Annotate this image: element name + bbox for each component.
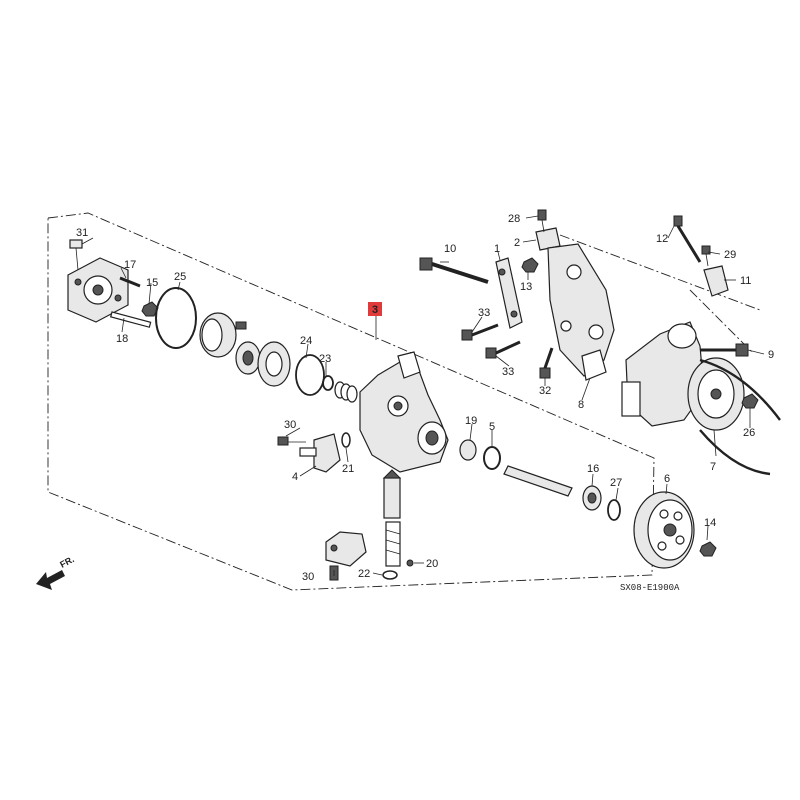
callout-22: 22 bbox=[358, 568, 370, 580]
bolt-31 bbox=[69, 239, 83, 271]
callout-15: 15 bbox=[146, 277, 158, 289]
callout-1: 1 bbox=[494, 243, 500, 255]
callout-30-lower: 30 bbox=[302, 571, 314, 583]
callout-25: 25 bbox=[174, 271, 186, 283]
o-ring-25 bbox=[155, 287, 197, 349]
end-cover bbox=[67, 257, 129, 323]
seal-19 bbox=[459, 439, 477, 461]
callout-2: 2 bbox=[514, 237, 520, 249]
pin-17 bbox=[119, 276, 141, 288]
callout-30-upper: 30 bbox=[284, 419, 296, 431]
callout-4: 4 bbox=[292, 471, 298, 483]
vane-block bbox=[235, 321, 247, 330]
mount-bracket bbox=[547, 243, 615, 377]
callout-18: 18 bbox=[116, 333, 128, 345]
drive-belt bbox=[699, 358, 781, 476]
drive-shaft bbox=[503, 465, 573, 497]
callout-27: 27 bbox=[610, 477, 622, 489]
snap-ring-27 bbox=[607, 499, 621, 521]
callout-32: 32 bbox=[539, 385, 551, 397]
nut-14 bbox=[699, 541, 717, 557]
callout-26: 26 bbox=[743, 427, 755, 439]
pump-body bbox=[359, 351, 449, 473]
flow-control-valve bbox=[382, 469, 402, 519]
callout-6: 6 bbox=[664, 473, 670, 485]
direction-label: FR. bbox=[58, 554, 75, 570]
bolt-28-upper bbox=[537, 209, 547, 233]
seal-23 bbox=[322, 375, 334, 391]
callout-12: 12 bbox=[656, 233, 668, 245]
arrow-icon bbox=[36, 570, 65, 590]
callout-8: 8 bbox=[578, 399, 584, 411]
adjuster-arm bbox=[495, 257, 523, 329]
callout-7: 7 bbox=[710, 461, 716, 473]
pressure-plate bbox=[257, 341, 291, 387]
callout-3: 3 bbox=[372, 304, 378, 316]
front-direction-arrow: FR. bbox=[36, 554, 76, 590]
callout-9: 9 bbox=[768, 349, 774, 361]
callout-16: 16 bbox=[587, 463, 599, 475]
callout-29: 29 bbox=[724, 249, 736, 261]
callout-20: 20 bbox=[426, 558, 438, 570]
highlight-box-3 bbox=[368, 302, 382, 316]
callout-28-upper: 28 bbox=[508, 213, 520, 225]
callout-5: 5 bbox=[489, 421, 495, 433]
diagram-code: SX08-E1900A bbox=[620, 583, 680, 593]
assembly-boundary bbox=[47, 212, 655, 591]
pin-18 bbox=[109, 311, 152, 328]
callout-33-upper: 33 bbox=[478, 307, 490, 319]
pressure-switch bbox=[299, 433, 341, 473]
callout-14: 14 bbox=[704, 517, 716, 529]
bolt-33-lower bbox=[485, 340, 521, 359]
bolt-32 bbox=[539, 347, 554, 379]
assembled-pulley bbox=[687, 357, 745, 431]
bolt-9 bbox=[700, 343, 749, 357]
valve-spring bbox=[385, 521, 401, 567]
bearing-16 bbox=[582, 485, 602, 511]
seal-21 bbox=[341, 432, 351, 448]
callout-31: 31 bbox=[76, 227, 88, 239]
spring bbox=[334, 381, 358, 403]
callout-23: 23 bbox=[319, 353, 331, 365]
callout-24: 24 bbox=[300, 335, 312, 347]
callout-21: 21 bbox=[342, 463, 354, 475]
bolt-12 bbox=[673, 215, 702, 263]
o-ring-24 bbox=[295, 354, 325, 396]
bolt-29 bbox=[701, 245, 711, 267]
rotor bbox=[235, 341, 261, 375]
callout-19: 19 bbox=[465, 415, 477, 427]
bracket-11 bbox=[703, 265, 729, 297]
bolt-10 bbox=[419, 257, 489, 284]
bolt-30-upper bbox=[277, 436, 306, 446]
cap-plate bbox=[325, 531, 367, 567]
cam-ring bbox=[199, 312, 237, 358]
nut-26 bbox=[741, 393, 759, 409]
o-ring-22 bbox=[382, 570, 398, 580]
nut-15 bbox=[141, 301, 159, 317]
callout-11: 11 bbox=[740, 275, 751, 287]
callout-17: 17 bbox=[124, 259, 136, 271]
plug-20 bbox=[406, 559, 414, 567]
callout-33-lower: 33 bbox=[502, 366, 514, 378]
mount-stay-8 bbox=[581, 349, 607, 381]
callout-13: 13 bbox=[520, 281, 532, 293]
seal-5 bbox=[483, 446, 501, 470]
pulley bbox=[633, 491, 695, 569]
assembled-pump bbox=[621, 321, 705, 427]
callouts: 31 17 15 25 18 3 24 23 30 4 21 19 5 16 2… bbox=[76, 213, 774, 583]
bolt-33-upper bbox=[461, 323, 499, 341]
mount-guide-line-2 bbox=[689, 289, 753, 353]
leader-lines bbox=[81, 215, 765, 576]
nut-13 bbox=[521, 257, 539, 273]
callout-10: 10 bbox=[444, 243, 456, 255]
